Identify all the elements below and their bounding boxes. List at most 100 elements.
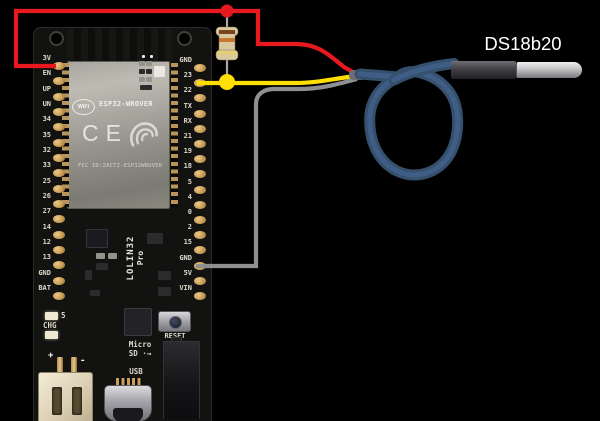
usb-connector-pins <box>116 378 142 386</box>
pin-label: RX <box>183 117 192 125</box>
pin-pad <box>53 77 65 85</box>
smd-ic-1 <box>86 229 108 248</box>
pin-pad <box>53 154 65 162</box>
pin-pad <box>53 277 65 285</box>
reset-button-cap <box>169 316 182 329</box>
pin-right-2: 2 <box>174 221 206 241</box>
pin-label: GND <box>179 254 192 262</box>
battery-pin-left <box>57 357 63 374</box>
pin-label: 22 <box>183 86 192 94</box>
pin-right-0: 0 <box>174 206 206 226</box>
smd-15 <box>90 290 100 296</box>
pin-label: 0 <box>187 208 192 216</box>
yellow-junction-dot <box>219 74 235 90</box>
pin-right-vin: VIN <box>174 282 206 302</box>
smd-14 <box>158 287 171 296</box>
module-castellation-left <box>62 63 69 207</box>
red-junction-dot <box>220 4 234 18</box>
pin-pad <box>53 231 65 239</box>
pin-left-en: EN <box>33 67 65 87</box>
pin-label: 26 <box>42 192 51 200</box>
smd-9 <box>108 253 117 259</box>
module-castellation-right <box>171 63 178 207</box>
pin-right-5v: 5V <box>174 267 206 287</box>
pin-pad <box>53 62 65 70</box>
pin-label: UN <box>42 100 51 108</box>
esp32-antenna-section <box>67 28 172 61</box>
pin-left-27: 27 <box>33 205 65 225</box>
micro-sd-slot <box>163 341 200 419</box>
pin-label: 14 <box>42 223 51 231</box>
pin-right-5: 5 <box>174 176 206 196</box>
pin-label: 2 <box>187 223 192 231</box>
smd-dot-1 <box>142 55 145 58</box>
pin-left-up: UP <box>33 83 65 103</box>
pin-pad <box>194 155 206 163</box>
pin-pad <box>194 277 206 285</box>
wifi-logo: WiFi <box>72 99 95 115</box>
pin-pad <box>53 215 65 223</box>
smd-1 <box>139 61 145 66</box>
pin-label: 5V <box>183 269 192 277</box>
micro-sd-label-line1: Micro <box>128 340 152 349</box>
pin-left-32: 32 <box>33 144 65 164</box>
pin-label: 13 <box>42 253 51 261</box>
resistor-band-2 <box>219 38 235 42</box>
battery-slot-left <box>52 387 62 415</box>
battery-minus-label: - <box>80 356 86 366</box>
pin-pad <box>53 139 65 147</box>
chg-led <box>45 331 58 339</box>
pin-pad <box>194 201 206 209</box>
pin-left-33: 33 <box>33 159 65 179</box>
pin-label: 32 <box>42 146 51 154</box>
sensor-sleeve <box>451 61 516 79</box>
usb-opening <box>113 408 143 421</box>
pin-label: BAT <box>38 284 51 292</box>
module-name-text: ESP32-WROVER <box>99 100 153 108</box>
mounting-hole-right <box>177 31 192 46</box>
smd-dot-2 <box>150 55 153 58</box>
pin-right-15: 15 <box>174 236 206 256</box>
pin-right-rx: RX <box>174 115 206 135</box>
pin-label: 15 <box>183 238 192 246</box>
pin-label: 18 <box>183 162 192 170</box>
micro-sd-label-line2: SD ·→ <box>128 349 152 358</box>
reset-button <box>158 311 191 332</box>
pin-pad <box>194 231 206 239</box>
pin-label: 12 <box>42 238 51 246</box>
battery-slot-right <box>72 387 82 415</box>
pin-pad <box>53 185 65 193</box>
smd-10 <box>96 263 108 270</box>
pin-left-14: 14 <box>33 221 65 241</box>
smd-4 <box>146 69 152 74</box>
pin-label: EN <box>42 69 51 77</box>
pin-label: 34 <box>42 115 51 123</box>
led-1 <box>45 312 58 320</box>
pin-pad <box>53 169 65 177</box>
pin-pad <box>194 64 206 72</box>
battery-plus-label: + <box>48 351 54 361</box>
pin-left-26: 26 <box>33 190 65 210</box>
fcc-id-text: FCC ID:2ACTZ-ESP32WROVER <box>78 163 163 169</box>
pin-left-bat: BAT <box>33 282 65 302</box>
smd-11 <box>85 270 92 280</box>
pin-pad <box>53 261 65 269</box>
micro-sd-label: Micro SD ·→ <box>122 340 158 358</box>
mounting-hole-left <box>49 31 64 46</box>
pin-pad <box>53 200 65 208</box>
pin-pad <box>194 246 206 254</box>
pin-right-18: 18 <box>174 160 206 180</box>
module-tag-chip <box>154 66 165 77</box>
pin-left-35: 35 <box>33 129 65 149</box>
pin-pad <box>194 94 206 102</box>
pin-label: 4 <box>187 193 192 201</box>
usb-label: USB <box>129 367 143 376</box>
wifi-logo-text: WiFi <box>77 104 90 110</box>
pin-pad <box>194 216 206 224</box>
battery-connector <box>38 372 93 421</box>
battery-pin-right <box>71 357 77 374</box>
sensor-cable <box>354 58 464 181</box>
pin-pad <box>194 140 206 148</box>
